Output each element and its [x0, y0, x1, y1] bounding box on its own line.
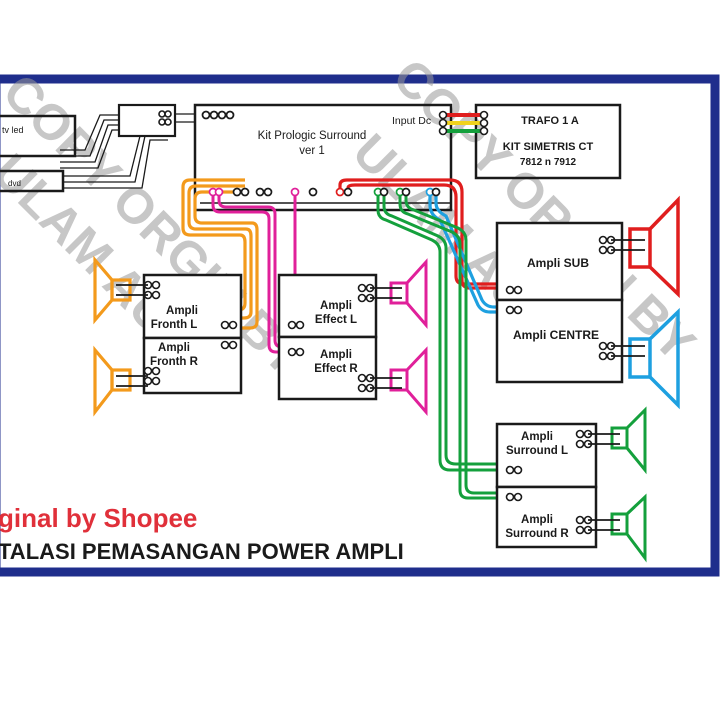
prologic-title: Kit Prologic Surround [258, 130, 367, 142]
speaker-icon [628, 195, 680, 299]
effect-l-label-1: Ampli [320, 300, 352, 312]
ampli-effect-box: Ampli Effect L Ampli Effect R [277, 273, 378, 401]
diagram-title: TALASI PEMASANGAN POWER AMPLI [0, 539, 404, 564]
prologic-kit-board: Kit Prologic Surround ver 1 Input Dc [193, 103, 453, 212]
outer-frame [0, 74, 720, 577]
shopee-text: ginal by Shopee [0, 503, 197, 533]
speaker-icon [389, 258, 428, 417]
green-cables [376, 195, 505, 500]
tv-dvd-device: tv led dvd [0, 114, 77, 193]
ampli-sub-centre-box: Ampli SUB Ampli CENTRE [495, 221, 624, 384]
dvd-label: dvd [8, 179, 21, 188]
speaker-icon [93, 255, 132, 417]
centre-label: Ampli CENTRE [513, 328, 599, 342]
effect-r-label-2: Effect R [314, 363, 358, 375]
orange-cable-front [181, 178, 259, 330]
fronth-l-label-2: Fronth L [151, 319, 198, 331]
surround-r-label-1: Ampli [521, 514, 553, 526]
sub-label: Ampli SUB [527, 256, 589, 270]
tv-led-label: tv led [2, 125, 24, 135]
ampli-surround-box: Ampli Surround L Ampli Surround R [495, 422, 598, 549]
speaker-icon [610, 406, 647, 563]
ampli-fronth-box: Ampli Fronth L Ampli Fronth R [142, 273, 243, 395]
kit-simetris-label: KIT SIMETRIS CT [503, 141, 594, 153]
prologic-version: ver 1 [299, 145, 325, 157]
trafo-board: TRAFO 1 A KIT SIMETRIS CT 7812 n 7912 [474, 103, 622, 180]
input-dc-label: Input Dc [392, 115, 431, 127]
fronth-l-label-1: Ampli [166, 305, 198, 317]
effect-speaker-wires [370, 287, 402, 389]
surround-l-label-1: Ampli [521, 431, 553, 443]
dc-input-wires [438, 110, 489, 136]
effect-l-label-2: Effect L [315, 314, 357, 326]
surround-l-label-2: Surround L [506, 445, 568, 457]
surround-speaker-wires [588, 433, 620, 531]
fronth-r-label-2: Fronth R [150, 356, 199, 368]
regulator-label: 7812 n 7912 [520, 157, 577, 168]
effect-r-label-1: Ampli [320, 349, 352, 361]
selector-box [117, 103, 195, 138]
speaker-icon [628, 307, 680, 410]
surround-r-label-2: Surround R [505, 528, 569, 540]
prologic-output-terminals [208, 187, 441, 197]
sub-centre-speaker-wires [611, 239, 645, 357]
trafo-label: TRAFO 1 A [521, 115, 579, 127]
fronth-r-label-1: Ampli [158, 342, 190, 354]
front-speaker-wires [116, 284, 148, 387]
